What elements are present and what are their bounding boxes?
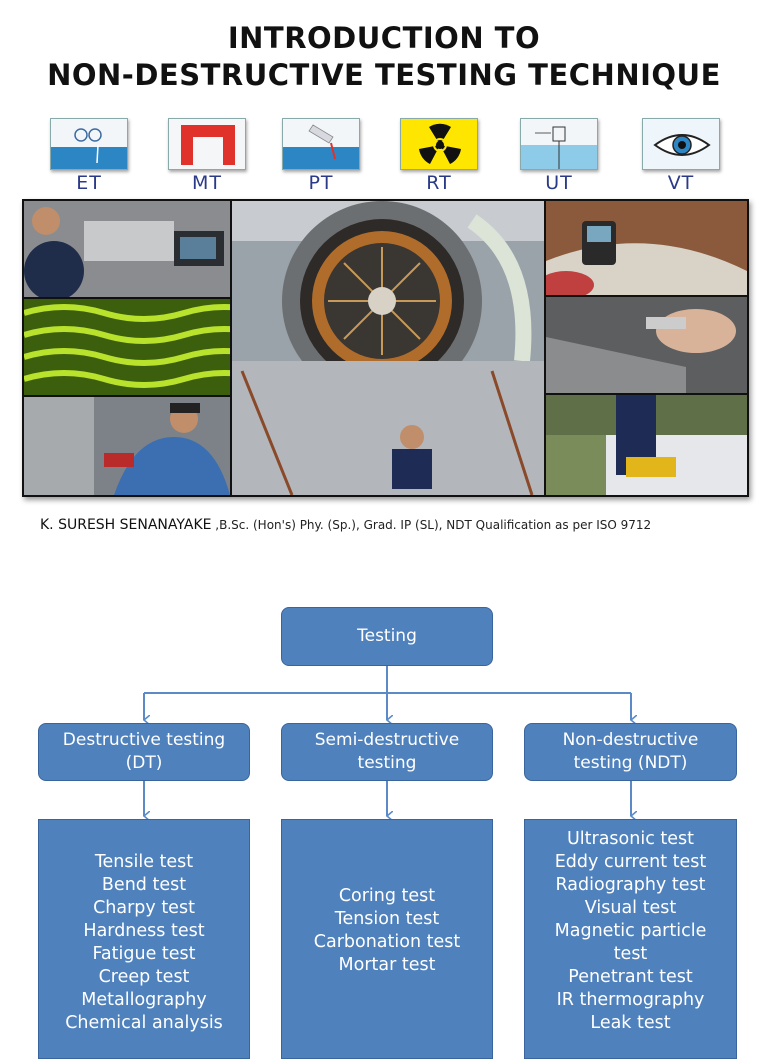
list-item: IR thermography — [556, 990, 705, 1010]
title-line-2: NON-DESTRUCTIVE TESTING TECHNIQUE — [47, 58, 721, 92]
author-credit: K. SURESH SENANAYAKE ,B.Sc. (Hon's) Phy.… — [40, 517, 651, 533]
photo-field-inspector — [546, 395, 747, 495]
node-non-destructive-testing: Non-destructive testing (NDT) — [524, 723, 737, 781]
list-item: Coring test — [338, 886, 436, 906]
method-label-et: ET — [76, 172, 102, 194]
list-semi-destructive-tests: Coring test Tension test Carbonation tes… — [281, 819, 493, 1059]
list-item: Radiography test — [555, 875, 706, 895]
eddy-current-icon — [50, 118, 128, 170]
method-label-ut: UT — [545, 172, 573, 194]
node-semi-destructive-testing: Semi-destructive testing — [281, 723, 493, 781]
list-item: Visual test — [584, 898, 677, 918]
node-destructive-testing: Destructive testing (DT) — [38, 723, 250, 781]
list-item: Carbonation test — [313, 932, 461, 952]
ultrasonic-icon — [520, 118, 598, 170]
photo-welder-inspection — [24, 397, 230, 495]
flowchart-connectors — [0, 666, 768, 1024]
ndt-photo-collage — [22, 199, 749, 497]
node-testing-label: Testing — [357, 626, 417, 646]
method-label-rt: RT — [426, 172, 452, 194]
penetrant-icon — [282, 118, 360, 170]
ndt-method-icons: ET MT PT RT — [0, 114, 768, 196]
page-title: INTRODUCTION TO NON-DESTRUCTIVE TESTING … — [0, 20, 768, 94]
list-item: Metallography — [81, 990, 207, 1010]
photo-ultrasonic-device — [546, 201, 747, 295]
list-non-destructive-tests: Ultrasonic test Eddy current test Radiog… — [524, 819, 737, 1059]
radiation-icon — [400, 118, 478, 170]
photo-hand-probe — [546, 297, 747, 393]
list-item: Hardness test — [83, 921, 205, 941]
method-label-vt: VT — [667, 172, 695, 194]
method-label-pt: PT — [308, 172, 334, 194]
magnet-icon — [168, 118, 246, 170]
author-credentials: ,B.Sc. (Hon's) Phy. (Sp.), Grad. IP (SL)… — [211, 518, 652, 532]
list-item: Bend test — [101, 875, 187, 895]
list-item: Fatigue test — [92, 944, 196, 964]
title-line-1: INTRODUCTION TO — [227, 21, 541, 55]
node-non-destructive-testing-label: Non-destructive testing (NDT) — [562, 730, 699, 773]
list-item: Tension test — [334, 909, 440, 929]
photo-technician-equipment — [24, 201, 230, 297]
photo-jet-engine — [232, 201, 544, 495]
testing-flowchart: Testing Destructive testing (DT) Semi-de… — [0, 590, 768, 1059]
node-semi-destructive-testing-label: Semi-destructive testing — [314, 730, 460, 773]
list-item: Penetrant test — [568, 967, 693, 987]
list-item: Charpy test — [93, 898, 195, 918]
list-item: Creep test — [98, 967, 190, 987]
node-destructive-testing-label: Destructive testing (DT) — [62, 730, 226, 773]
method-label-mt: MT — [192, 172, 222, 194]
photo-green-coils — [24, 299, 230, 395]
list-item: Eddy current test — [554, 852, 707, 872]
author-name: K. SURESH SENANAYAKE — [40, 517, 212, 533]
list-item: Mortar test — [338, 955, 436, 975]
list-destructive-tests: Tensile test Bend test Charpy test Hardn… — [38, 819, 250, 1059]
eye-icon — [642, 118, 720, 170]
list-item: Tensile test — [94, 852, 194, 872]
node-testing: Testing — [281, 607, 493, 666]
list-item: Magnetic particle test — [554, 921, 707, 964]
list-item: Ultrasonic test — [566, 829, 695, 849]
